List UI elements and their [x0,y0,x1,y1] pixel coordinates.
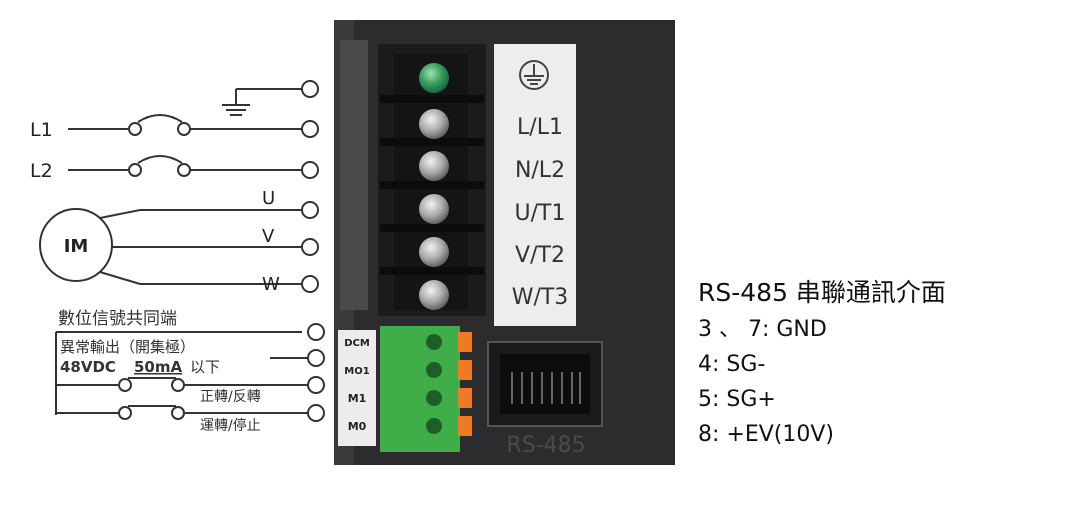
digital-common-label: 數位信號共同端 [58,309,177,329]
screw-l1 [419,109,449,139]
port-label: RS-485 [506,433,585,458]
label-l2: L2 [30,160,53,182]
motor-label: IM [64,236,89,257]
label-panel [494,44,576,326]
terminal-photo [334,20,675,465]
terminal-label-t3: W/T3 [512,285,569,310]
l2-line [68,155,319,179]
label-u: U [262,188,275,209]
screw-t1 [419,194,449,224]
motor [39,201,319,293]
l1-line [68,114,319,138]
forward-reverse-line [56,376,325,394]
earth-screw [419,63,449,93]
rs485-pin-sg-minus: 4: SG- [698,352,765,377]
rs485-title: RS-485 串聯通訊介面 [698,278,946,307]
terminal-label-t1: U/T1 [515,201,566,226]
fault-output-voltage: 48VDC [60,358,116,376]
io-label-strip [338,330,376,446]
terminal-label-l2: N/L2 [515,158,565,183]
fault-output-limit: 以下 [190,358,220,376]
rs485-pin-gnd: 3 、 7: GND [698,317,827,342]
ground-symbol [222,80,319,116]
earth-icon [519,60,549,90]
io-label-m1: M1 [348,392,367,405]
terminal-label-t2: V/T2 [515,243,565,268]
io-label-m0: M0 [348,420,367,433]
schematic [39,80,325,422]
label-w: W [262,274,280,295]
fault-output-current: 50mA [134,358,183,376]
screw-t2 [419,237,449,267]
terminal-label-l1: L/L1 [517,115,563,140]
screw-l2 [419,151,449,181]
label-v: V [262,226,275,247]
green-connector [380,326,460,452]
rs485-pin-ev: 8: +EV(10V) [698,422,834,447]
io-label-mo1: MO1 [344,366,369,377]
screw-t3 [419,280,449,310]
io-label-dcm: DCM [344,338,370,349]
run-stop-line [56,404,325,422]
rs485-pin-sg-plus: 5: SG+ [698,387,776,412]
fault-output-line [270,349,325,367]
run-stop-label: 運轉/停止 [200,417,261,434]
label-l1: L1 [30,119,53,141]
forward-reverse-label: 正轉/反轉 [200,389,261,405]
digital-common-line [55,323,325,415]
orange-clips [458,332,472,436]
fault-output-label: 異常輸出（開集極） [60,338,195,356]
